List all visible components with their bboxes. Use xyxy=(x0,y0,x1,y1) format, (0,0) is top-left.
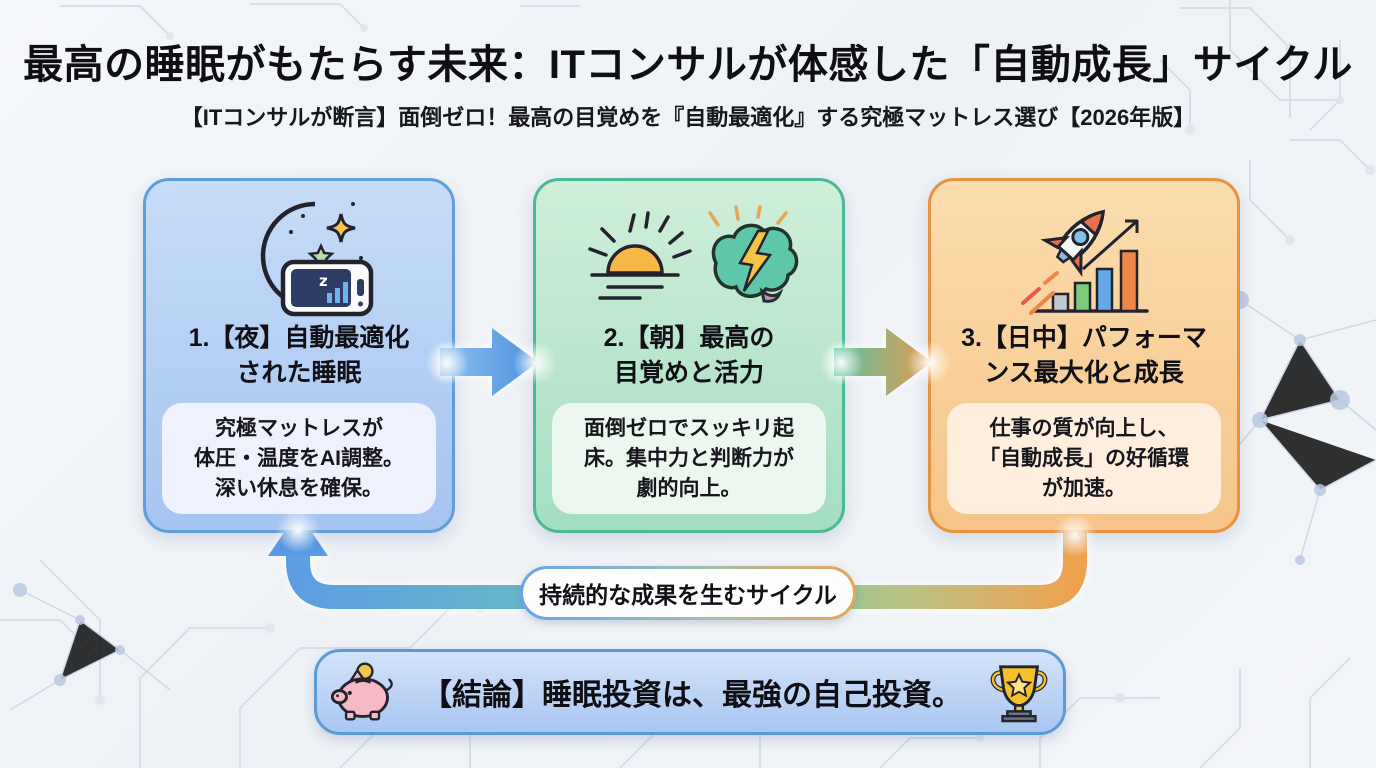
sunrise-icon xyxy=(588,211,692,300)
step-body-morning: 面倒ゼロでスッキリ起 床。集中力と判断力が 劇的向上。 xyxy=(552,403,826,515)
page-title: 最高の睡眠がもたらす未来：ITコンサルが体感した「自動成長」サイクル xyxy=(23,43,1353,87)
trophy-icon xyxy=(990,665,1048,723)
sunrise-brain-icon xyxy=(578,195,800,319)
cycle-label-pill: 持続的な成果を生むサイクル xyxy=(520,566,856,620)
step-body-night: 究極マットレスが 体圧・温度をAI調整。 深い休息を確保。 xyxy=(162,403,436,515)
moon-sleep-tracker-icon: z xyxy=(221,195,377,319)
step-body-daytime: 仕事の質が向上し、 「自動成長」の好循環 が加速。 xyxy=(947,403,1221,515)
arrow-night-to-morning-icon xyxy=(440,328,538,396)
page-subtitle: 【ITコンサルが断言】面倒ゼロ！最高の目覚めを『自動最適化』する究極マットレス選… xyxy=(180,105,1196,130)
step-title-daytime: 3.【日中】パフォーマ ンス最大化と成長 xyxy=(961,324,1207,387)
step-card-night: z 1.【夜】自動最適化 された睡眠 究極マットレスが 体圧・温度をAI調整。 … xyxy=(143,178,455,533)
step-card-morning: 2.【朝】最高の 目覚めと活力 面倒ゼロでスッキリ起 床。集中力と判断力が 劇的… xyxy=(533,178,845,533)
brain-lightning-icon xyxy=(708,205,799,303)
step-card-daytime: 3.【日中】パフォーマ ンス最大化と成長 仕事の質が向上し、 「自動成長」の好循… xyxy=(928,178,1240,533)
conclusion-banner: 【結論】睡眠投資は、最強の自己投資。 xyxy=(314,649,1066,735)
step-title-night: 1.【夜】自動最適化 された睡眠 xyxy=(188,324,410,387)
svg-text:z: z xyxy=(319,272,328,290)
arrow-morning-to-daytime-icon xyxy=(834,328,932,396)
piggy-bank-icon xyxy=(330,662,393,721)
conclusion-text: 【結論】睡眠投資は、最強の自己投資。 xyxy=(422,679,962,712)
cycle-label: 持続的な成果を生むサイクル xyxy=(523,569,853,617)
step-title-morning: 2.【朝】最高の 目覚めと活力 xyxy=(603,324,775,387)
rocket-growth-chart-icon xyxy=(1009,195,1159,319)
